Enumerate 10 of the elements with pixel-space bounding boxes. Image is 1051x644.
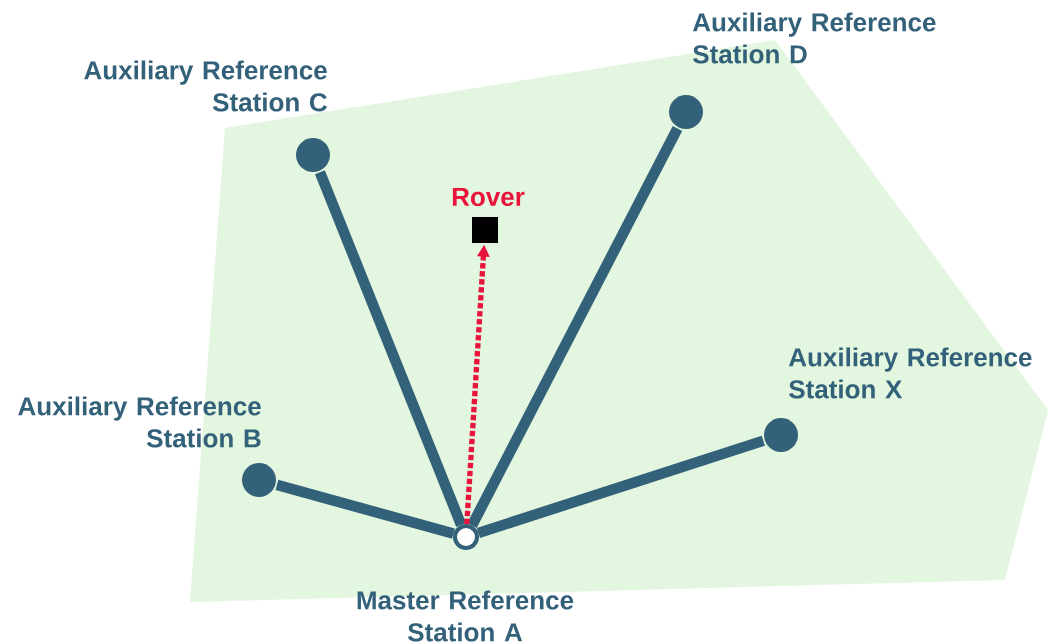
station-label: Rover	[452, 187, 525, 207]
connecting-line	[314, 170, 467, 527]
connecting-line	[467, 126, 683, 528]
station-label: Auxiliary Reference Station D	[692, 12, 936, 64]
connecting-line	[275, 479, 455, 539]
station-label: Master Reference Station A	[357, 590, 574, 642]
station-label: Auxiliary Reference Station X	[788, 347, 1032, 399]
connecting-line	[476, 435, 765, 539]
station-label: Auxiliary Reference Station C	[84, 60, 327, 112]
station-label: Auxiliary Reference Station B	[18, 396, 261, 448]
